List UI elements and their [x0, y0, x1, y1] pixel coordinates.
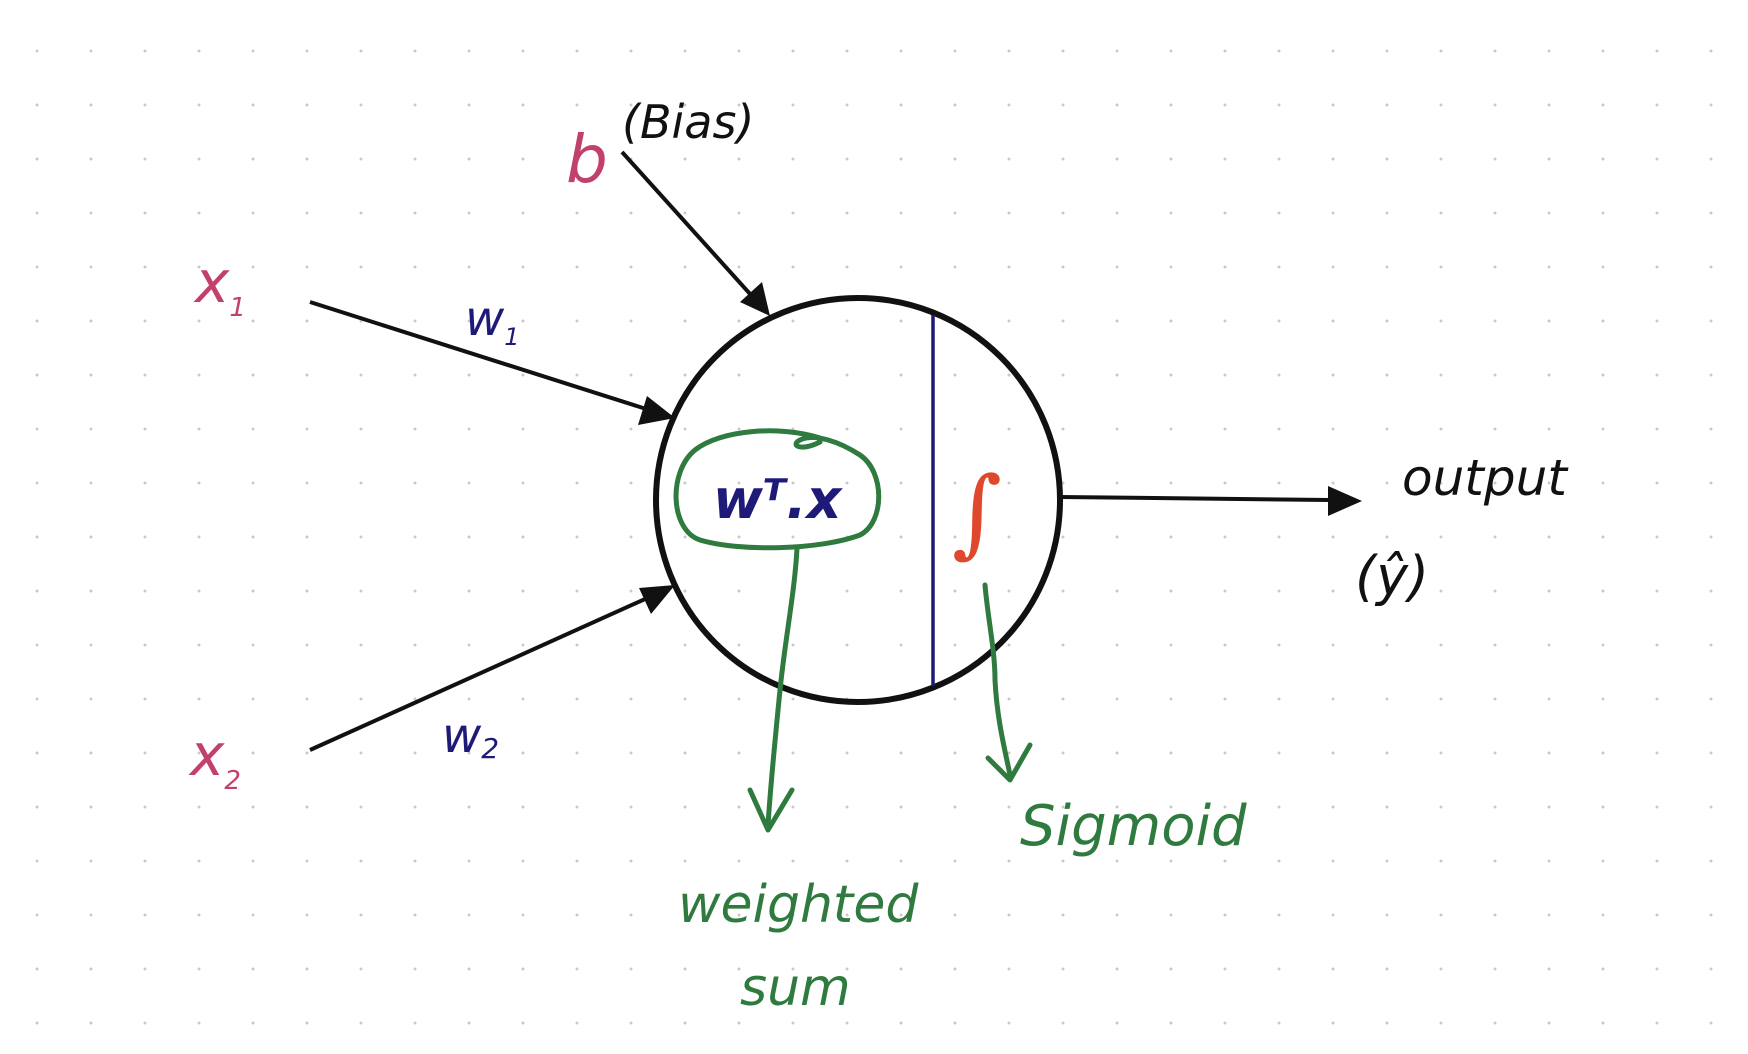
- sigmoid-annotation: Sigmoid: [1020, 794, 1247, 859]
- input-arrow-x2: [309, 588, 666, 752]
- input-arrow-x2-head: [639, 585, 675, 614]
- bias-arrow-head: [740, 282, 770, 316]
- neuron-circle: [653, 295, 1063, 705]
- output-arrow-head: [1328, 486, 1362, 516]
- sigmoid-pointer: [982, 582, 1013, 778]
- bias-label: (Bias): [622, 95, 754, 149]
- weighted-sum-loop: [673, 428, 882, 551]
- bias-arrow: [620, 150, 762, 307]
- weight-w2-label: w2: [442, 708, 499, 765]
- input-x1-label: x1: [193, 248, 246, 323]
- activation-symbol: ∫: [952, 456, 1002, 568]
- input-x2-label: x2: [188, 721, 241, 796]
- sigmoid-pointer-head: [985, 742, 1033, 783]
- output-label: output: [1402, 449, 1569, 507]
- weighted-sum-expression: wᵀ.x: [713, 468, 844, 531]
- bias-symbol: b: [566, 121, 608, 198]
- output-arrow: [1059, 495, 1331, 502]
- weighted-sum-annotation-line2: sum: [740, 958, 851, 1018]
- input-arrow-x1-head: [638, 396, 675, 425]
- weighted-sum-pointer: [765, 545, 800, 829]
- weighted-sum-annotation-line1: weighted: [678, 875, 919, 935]
- weighted-sum-pointer-head: [747, 787, 795, 833]
- weight-w1-label: w1: [465, 291, 520, 351]
- output-symbol: (ŷ): [1355, 545, 1429, 608]
- input-arrow-x1: [309, 300, 666, 417]
